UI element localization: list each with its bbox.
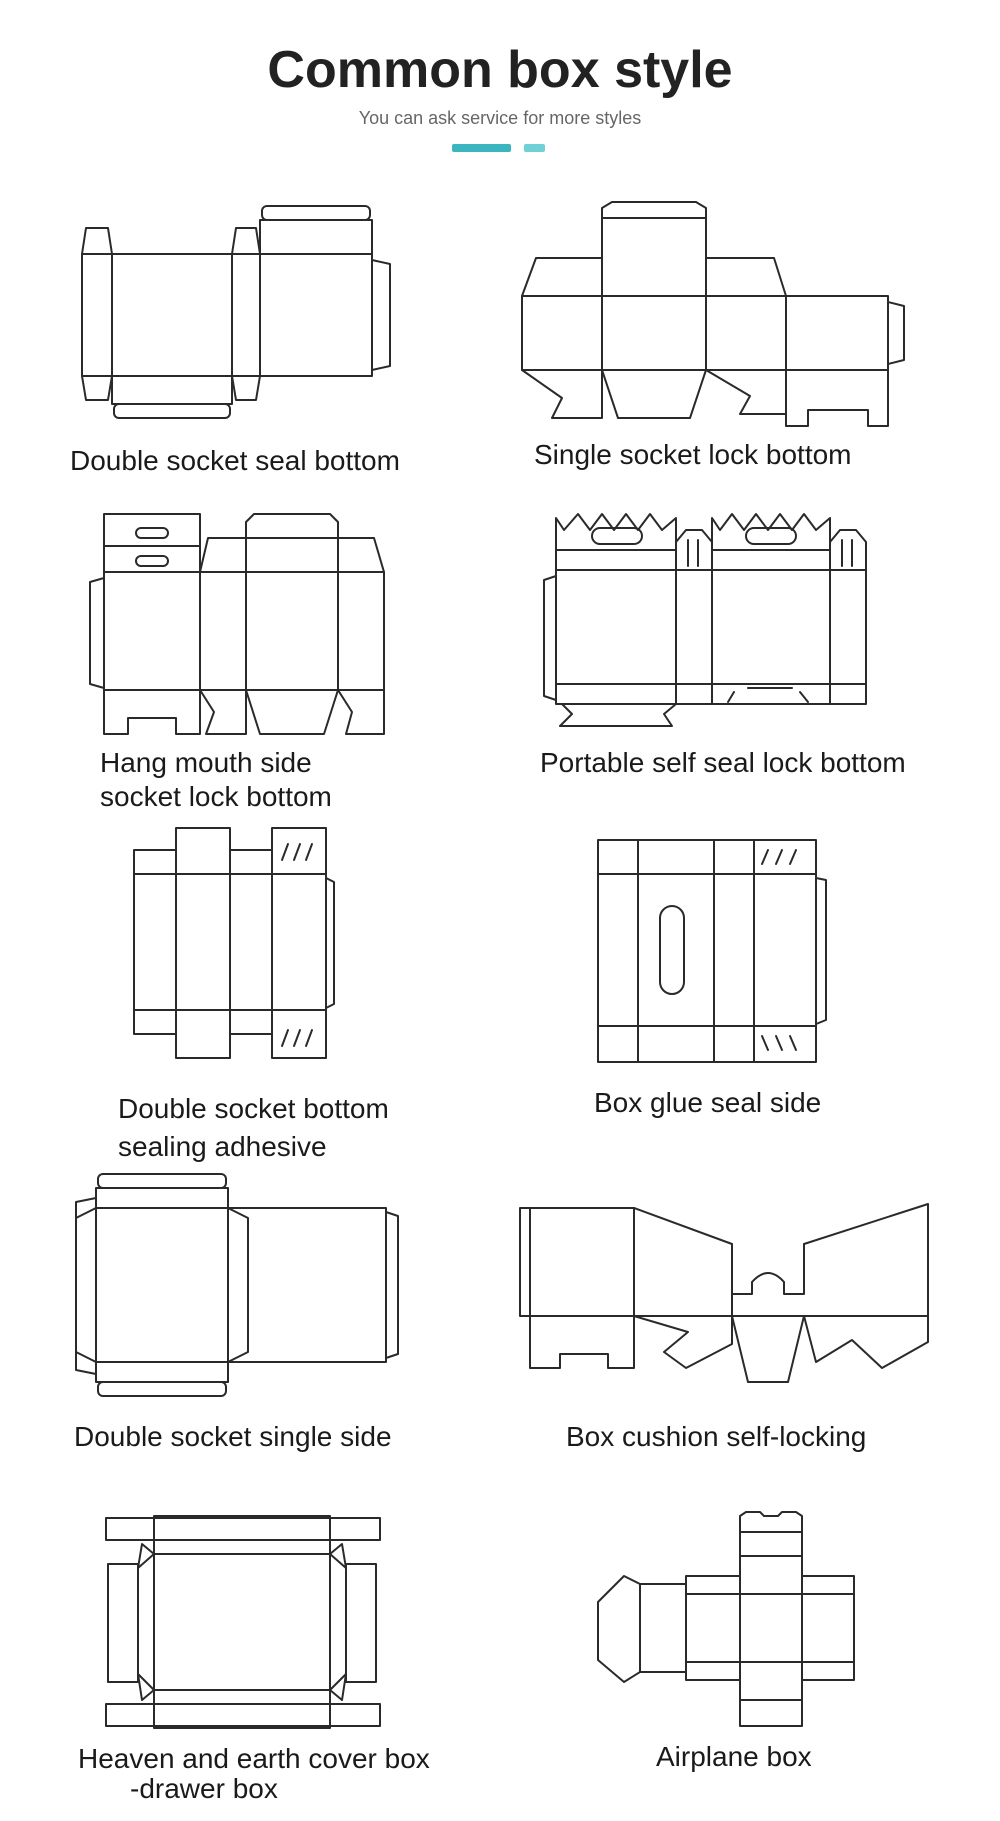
style-caption: Double socket bottom sealing adhesive <box>118 1093 389 1162</box>
box-cushion-self-locking-dieline <box>516 1203 936 1394</box>
double-socket-seal-bottom-dieline <box>74 204 400 420</box>
style-caption: Hang mouth side socket lock bottom <box>100 747 332 812</box>
style-caption: Heaven and earth cover box -drawer box <box>78 1743 430 1804</box>
double-socket-single-side-dieline <box>70 1170 402 1400</box>
style-caption: Single socket lock bottom <box>534 439 852 470</box>
style-caption: Double socket seal bottom <box>70 445 400 476</box>
accent-bar-short <box>524 144 545 152</box>
single-socket-lock-bottom-dieline <box>518 200 906 428</box>
heaven-earth-cover-drawer-box-dieline <box>102 1508 384 1736</box>
page-header: Common box style You can ask service for… <box>0 0 1000 170</box>
double-socket-bottom-sealing-adhesive-dieline <box>130 826 340 1062</box>
airplane-box-dieline <box>594 1510 862 1732</box>
hang-mouth-side-socket-lock-bottom-dieline <box>84 512 388 736</box>
style-caption: Portable self seal lock bottom <box>540 747 906 778</box>
style-caption: Box cushion self-locking <box>566 1421 867 1452</box>
accent-bar-long <box>452 144 511 152</box>
page-title: Common box style <box>267 41 733 99</box>
page-subtitle: You can ask service for more styles <box>358 108 642 128</box>
style-caption: Airplane box <box>656 1741 812 1772</box>
portable-self-seal-lock-bottom-dieline <box>542 512 874 734</box>
style-caption: Box glue seal side <box>594 1087 822 1118</box>
box-glue-seal-side-dieline <box>594 838 830 1064</box>
style-caption: Double socket single side <box>74 1421 392 1452</box>
